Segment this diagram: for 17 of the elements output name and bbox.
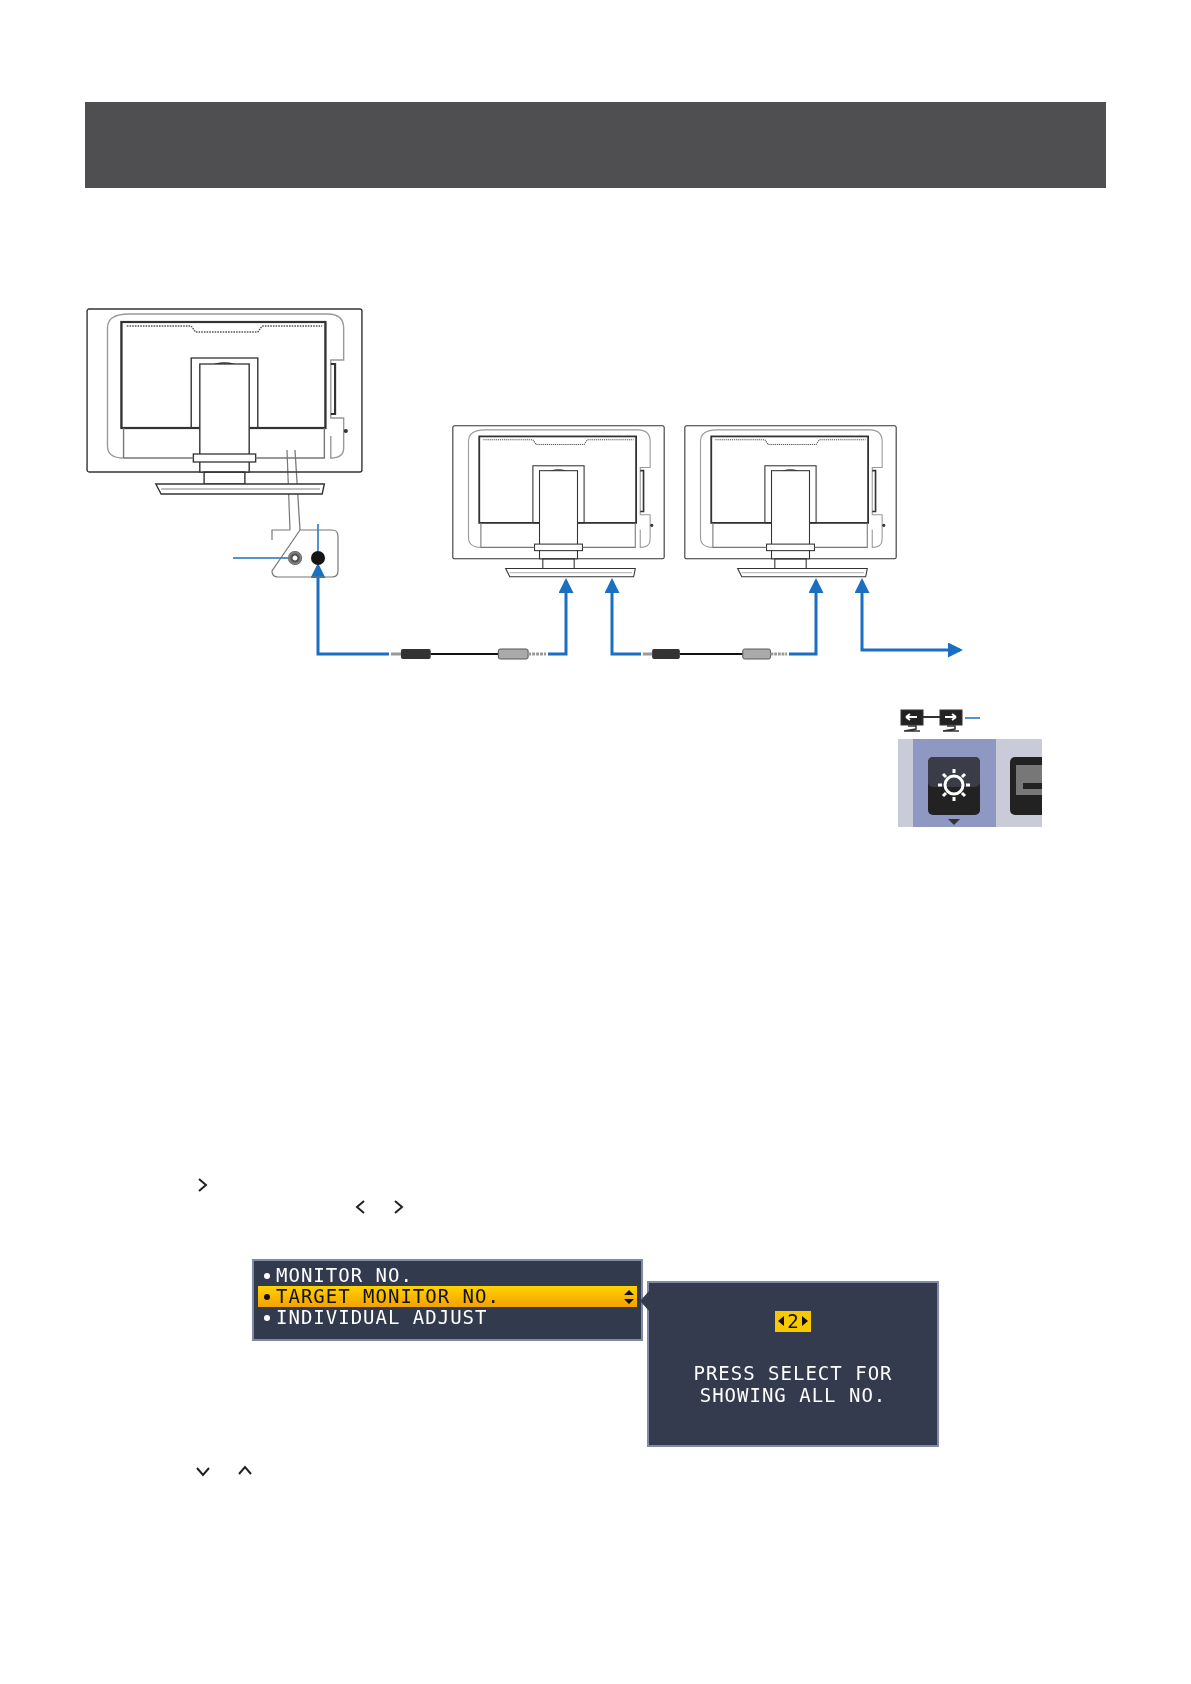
number-selector: 2 (775, 1311, 811, 1332)
leader-line (317, 523, 319, 552)
cable-arrow (789, 578, 824, 656)
leader-line (964, 717, 981, 719)
cable-arrow (604, 578, 641, 656)
cable-arrow (548, 578, 574, 656)
osd-popup (647, 1281, 939, 1447)
osd-menu (252, 1259, 643, 1341)
osd-message: PRESS SELECT FOR SHOWING ALL NO. (692, 1362, 894, 1406)
cable-arrow (310, 563, 389, 656)
menu-item: TARGET MONITOR NO. (276, 1285, 500, 1307)
menu-item: MONITOR NO. (276, 1264, 413, 1286)
jack-socket (311, 551, 325, 565)
jack-socket (288, 551, 302, 565)
leader-line (232, 557, 289, 559)
cable-arrow (854, 578, 963, 658)
menu-item: INDIVIDUAL ADJUST (276, 1306, 488, 1328)
